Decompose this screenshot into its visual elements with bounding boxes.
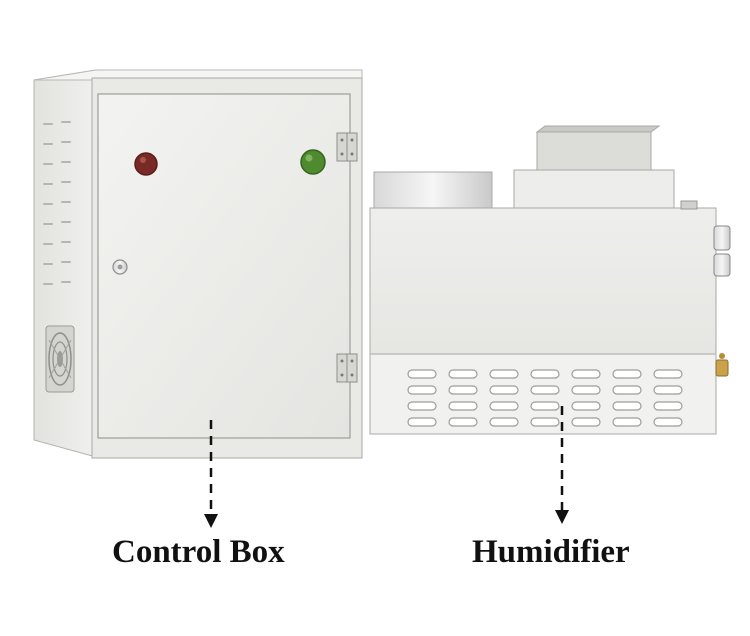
green-indicator-light: [300, 149, 326, 175]
door-lock-icon[interactable]: [112, 259, 128, 275]
top-bracket: [680, 200, 698, 210]
humidifier-label: Humidifier: [472, 534, 630, 570]
bottom-hinge-icon: [336, 353, 358, 383]
humidifier-arrow: [555, 406, 569, 524]
humidifier-body: [369, 207, 717, 355]
pipe-fitting-icon: [713, 225, 731, 277]
side-vent-slots: [43, 121, 71, 285]
red-indicator-light: [134, 152, 158, 176]
control-box-door[interactable]: [97, 93, 351, 439]
fan-grille-icon: [45, 325, 75, 393]
brass-valve-icon: [715, 353, 729, 377]
outlet-duct-rim: [535, 125, 661, 133]
control-box-label: Control Box: [112, 534, 285, 570]
control-box-arrow: [204, 420, 218, 528]
green-indicator-highlight: [305, 154, 313, 162]
top-hinge-icon: [336, 132, 358, 162]
inlet-cylinder: [373, 171, 493, 211]
red-indicator-highlight: [140, 157, 146, 163]
humidifier: [369, 125, 731, 435]
outlet-duct: [536, 131, 652, 173]
top-housing: [513, 169, 675, 211]
humidifier-vent-slots: [407, 369, 683, 427]
control-box: [33, 69, 363, 459]
